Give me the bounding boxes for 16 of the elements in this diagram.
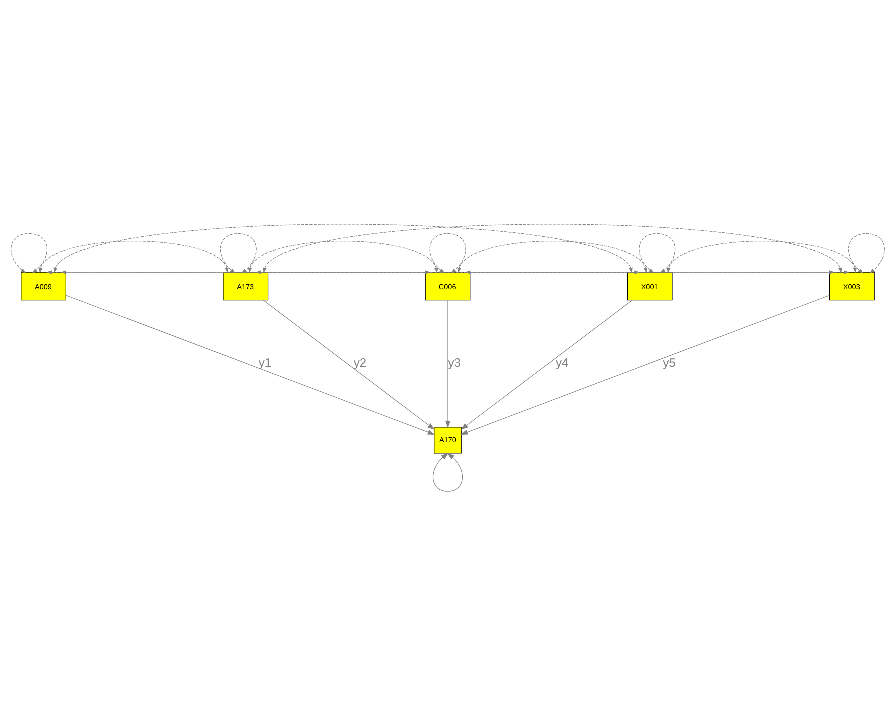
arrow: [445, 300, 451, 428]
arrow: [11, 233, 48, 274]
arrow: [39, 240, 229, 273]
edge-label: y5: [663, 355, 676, 370]
arrow: [461, 300, 633, 430]
arrow: [460, 294, 830, 434]
arrow: [66, 294, 436, 434]
edge-label: y2: [354, 355, 367, 370]
edge-label: y1: [258, 355, 272, 370]
arrow: [848, 233, 885, 274]
arrow: [430, 233, 466, 274]
arrow: [639, 233, 676, 274]
edge-label: y4: [556, 355, 569, 370]
arrow: [220, 233, 257, 274]
arrow: [263, 300, 435, 430]
arrow: [433, 452, 463, 492]
